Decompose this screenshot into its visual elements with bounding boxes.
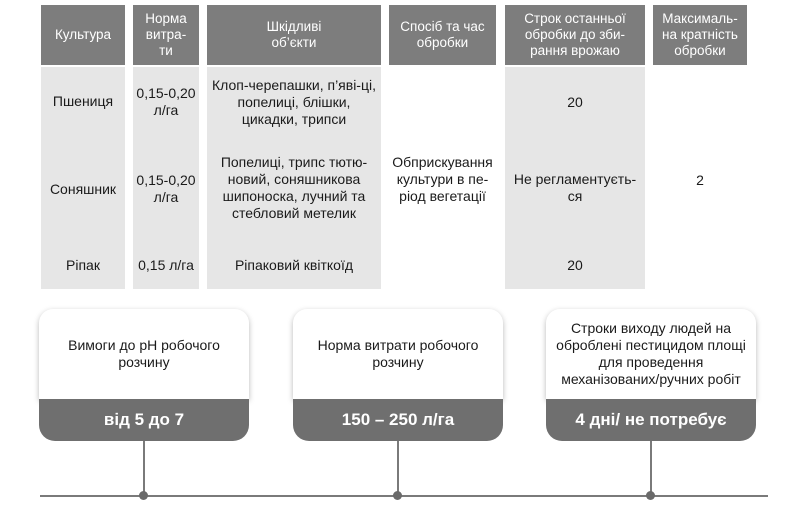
- connector-dot-1: [139, 491, 148, 500]
- connector-line-3: [650, 441, 652, 496]
- header-pests: Шкідливі об’єкти: [207, 5, 381, 65]
- connector-line-2: [397, 441, 399, 496]
- connector-line-1: [143, 441, 145, 496]
- card-solution-rate-value: 150 – 250 л/га: [293, 399, 503, 441]
- card-reentry-body: [546, 309, 756, 399]
- table-row-rapeseed-term: 20: [567, 256, 583, 273]
- column-crop-bg: [41, 67, 125, 289]
- table-row-wheat-rate: 0,15-0,20 л/га: [136, 85, 196, 118]
- card-ph-title: Вимоги до pH робочого розчину: [68, 337, 220, 370]
- header-rate: Норма витра-ти: [133, 5, 199, 65]
- table-row-sunflower-rate: 0,15-0,20 л/га: [136, 172, 196, 205]
- card-solution-rate-title: Норма витрати робочого розчину: [317, 337, 479, 370]
- max-multiplicity: 2: [696, 171, 704, 188]
- card-ph-body: [39, 309, 249, 399]
- card-reentry: Строки виходу людей на оброблені пестици…: [546, 309, 756, 441]
- card-reentry-title: Строки виходу людей на оброблені пестици…: [556, 320, 746, 387]
- table-row-wheat-pests: Клоп-черепашки, п’яві-ці, попелиці, бліш…: [212, 76, 376, 127]
- table-row-sunflower-term: Не регламентуєть-ся: [513, 171, 637, 204]
- card-ph: Вимоги до pH робочого розчину від 5 до 7: [39, 309, 249, 441]
- card-solution-rate-body: [293, 309, 503, 399]
- timeline-baseline: [40, 495, 768, 497]
- column-rate-bg: [133, 67, 199, 289]
- connector-dot-3: [646, 491, 655, 500]
- header-method: Спосіб та час обробки: [389, 5, 496, 65]
- table-row-wheat-term: 20: [567, 93, 583, 110]
- header-multiplicity: Максималь-на кратність обробки: [653, 5, 747, 65]
- card-ph-value: від 5 до 7: [39, 399, 249, 441]
- header-term: Строк останньої обробки до зби-рання вро…: [505, 5, 645, 65]
- header-crop: Культура: [41, 5, 125, 65]
- table-row-sunflower-pests: Попелиці, трипс тютю-новий, соняшникова …: [220, 154, 368, 221]
- column-term-bg: [505, 67, 645, 289]
- table-row-sunflower-crop: Соняшник: [49, 180, 117, 197]
- card-reentry-value: 4 дні/ не потребує: [546, 399, 756, 441]
- table-row-rapeseed-rate: 0,15 л/га: [138, 256, 194, 273]
- card-solution-rate: Норма витрати робочого розчину 150 – 250…: [293, 309, 503, 441]
- treatment-method: Обприскування культури в пе-ріод вегетац…: [392, 153, 493, 204]
- column-pests-bg: [207, 67, 381, 289]
- connector-dot-2: [393, 491, 402, 500]
- table-row-rapeseed-crop: Ріпак: [66, 256, 100, 273]
- table-row-rapeseed-pests: Ріпаковий квіткоїд: [234, 256, 354, 273]
- table-row-wheat-crop: Пшениця: [52, 92, 114, 109]
